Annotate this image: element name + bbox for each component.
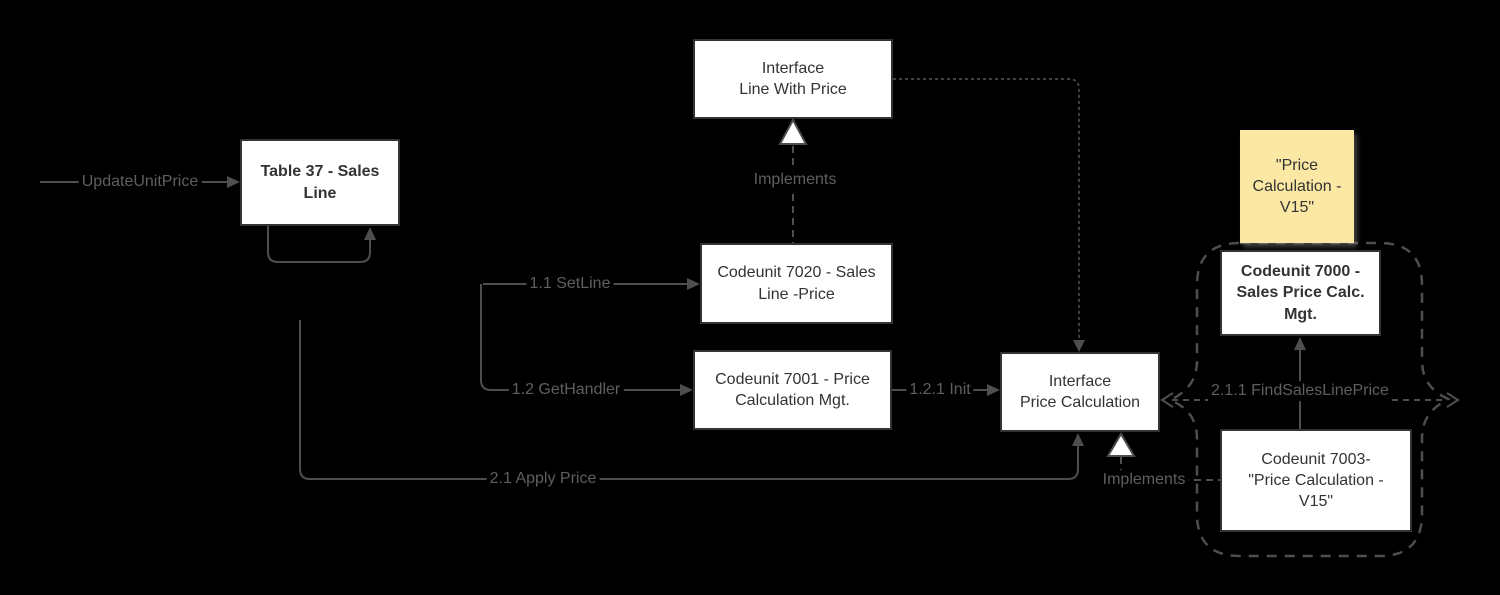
edge-label-find-sales-line-price: 2.1.1 FindSalesLinePrice xyxy=(1208,381,1392,401)
edge-label-init: 1.2.1 Init xyxy=(906,380,974,400)
node-codeunit-7020-sales-line-price: Codeunit 7020 - Sales Line -Price xyxy=(700,243,893,324)
node-table-37-sales-line: Table 37 - Sales Line xyxy=(240,139,400,226)
node-codeunit-7003-price-calculation-v15: Codeunit 7003- "Price Calculation - V15" xyxy=(1220,429,1412,532)
edge-label-implements-top: Implements xyxy=(750,170,840,190)
edge-apply-price xyxy=(299,320,1079,480)
edge-label-apply-price: 2.1 Apply Price xyxy=(486,469,600,489)
arrowhead-get-handler xyxy=(680,384,693,396)
node-codeunit-7000-sales-price-calc-mgt: Codeunit 7000 - Sales Price Calc. Mgt. xyxy=(1220,250,1381,336)
node-codeunit-7001-price-calculation-mgt: Codeunit 7001 - Price Calculation Mgt. xyxy=(693,350,892,430)
hollow-triangle-implements-top xyxy=(778,117,808,145)
open-arrowhead-left xyxy=(1160,392,1174,408)
arrowhead-apply-price xyxy=(1072,433,1084,446)
group-outline-v15-extension xyxy=(1168,241,1451,558)
node-interface-line-with-price: Interface Line With Price xyxy=(693,39,893,119)
edge-label-update-unit-price: UpdateUnitPrice xyxy=(78,172,202,192)
edge-label-set-line: 1.1 SetLine xyxy=(526,274,614,294)
arrowhead-update-unit-price xyxy=(227,176,240,188)
arrowhead-set-line xyxy=(687,278,700,290)
arrowhead-init xyxy=(987,384,1000,396)
note-price-calculation-v15: "Price Calculation - V15" xyxy=(1240,130,1354,243)
edge-get-handler xyxy=(480,284,680,391)
arrowhead-sales-line-self-loop xyxy=(364,227,376,240)
edge-sales-line-self-loop xyxy=(267,226,371,263)
edge-label-get-handler: 1.2 GetHandler xyxy=(508,380,624,400)
open-arrowhead-right xyxy=(1446,392,1460,408)
edge-line-with-price-to-price-calculation xyxy=(893,78,1080,341)
edge-label-implements-bottom: Implements xyxy=(1099,470,1189,490)
arrowhead-line-with-price-to-price-calculation xyxy=(1073,340,1085,352)
node-interface-price-calculation: Interface Price Calculation xyxy=(1000,352,1160,432)
arrowhead-cu7003-to-cu7000 xyxy=(1294,337,1306,350)
hollow-triangle-implements-bottom xyxy=(1106,432,1136,457)
